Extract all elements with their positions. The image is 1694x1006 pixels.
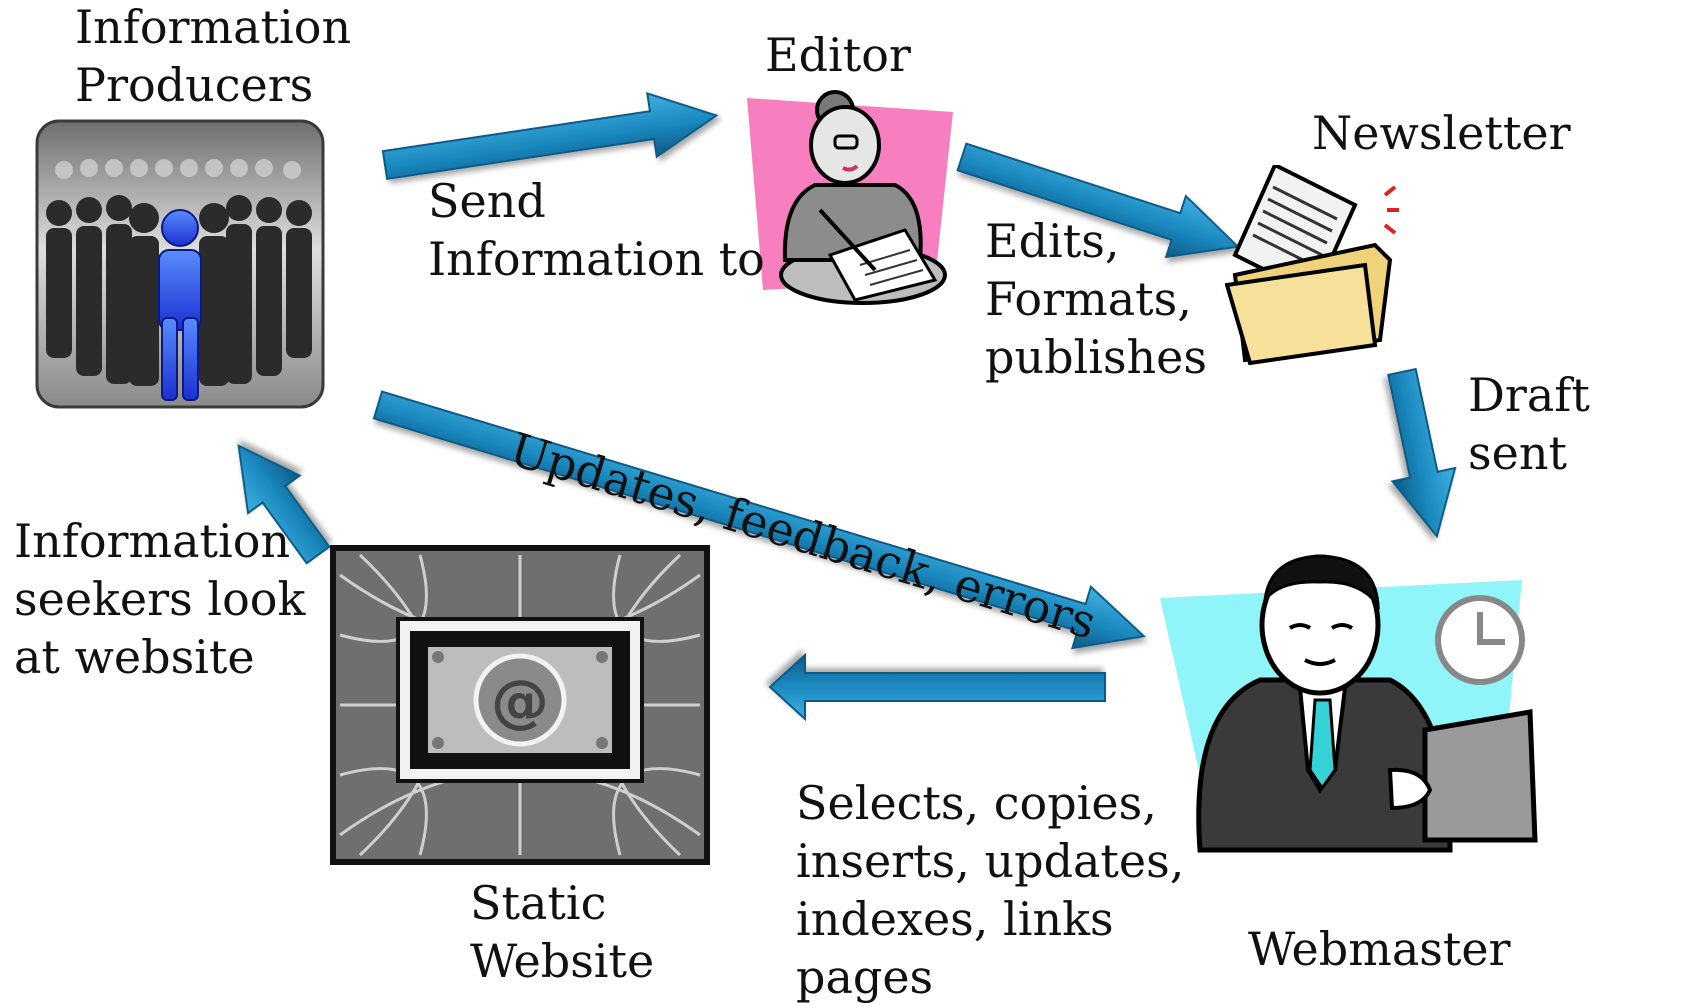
editor-person-icon (747, 90, 953, 305)
editor-node (745, 90, 957, 310)
edits-edge-label: Edits, Formats, publishes (985, 214, 1208, 384)
send-edge-label: Send Information to (428, 174, 765, 286)
producers-label: Information Producers (75, 0, 352, 112)
webmaster-person-icon (1160, 554, 1538, 853)
website-icon: @ (330, 545, 710, 865)
newsletter-label: Newsletter (1312, 106, 1571, 160)
draft-edge-label: Draft sent (1468, 368, 1590, 480)
newsletter-node (1224, 162, 1400, 366)
selects-edge-label: Selects, copies, inserts, updates, index… (796, 776, 1185, 1004)
arrow-producers-to-webmaster (372, 390, 1147, 650)
arrow-producers-to-editor (381, 92, 719, 180)
editor-label: Editor (765, 28, 911, 82)
folder-document-icon (1224, 162, 1399, 366)
arrow-webmaster-to-website (768, 652, 1106, 722)
producers-node (34, 118, 326, 410)
seekers-edge-label: Information seekers look at website (14, 514, 306, 684)
crowd-icon (35, 119, 325, 409)
arrow-editor-to-newsletter (956, 142, 1240, 259)
webmaster-label: Webmaster (1248, 922, 1511, 976)
webmaster-node (1160, 540, 1540, 860)
website-node: @ (330, 545, 710, 865)
arrow-newsletter-to-webmaster (1387, 367, 1457, 539)
arrow-website-to-producers (237, 444, 331, 565)
website-label: Static Website (470, 876, 655, 988)
at-symbol-icon: @ (491, 667, 549, 735)
